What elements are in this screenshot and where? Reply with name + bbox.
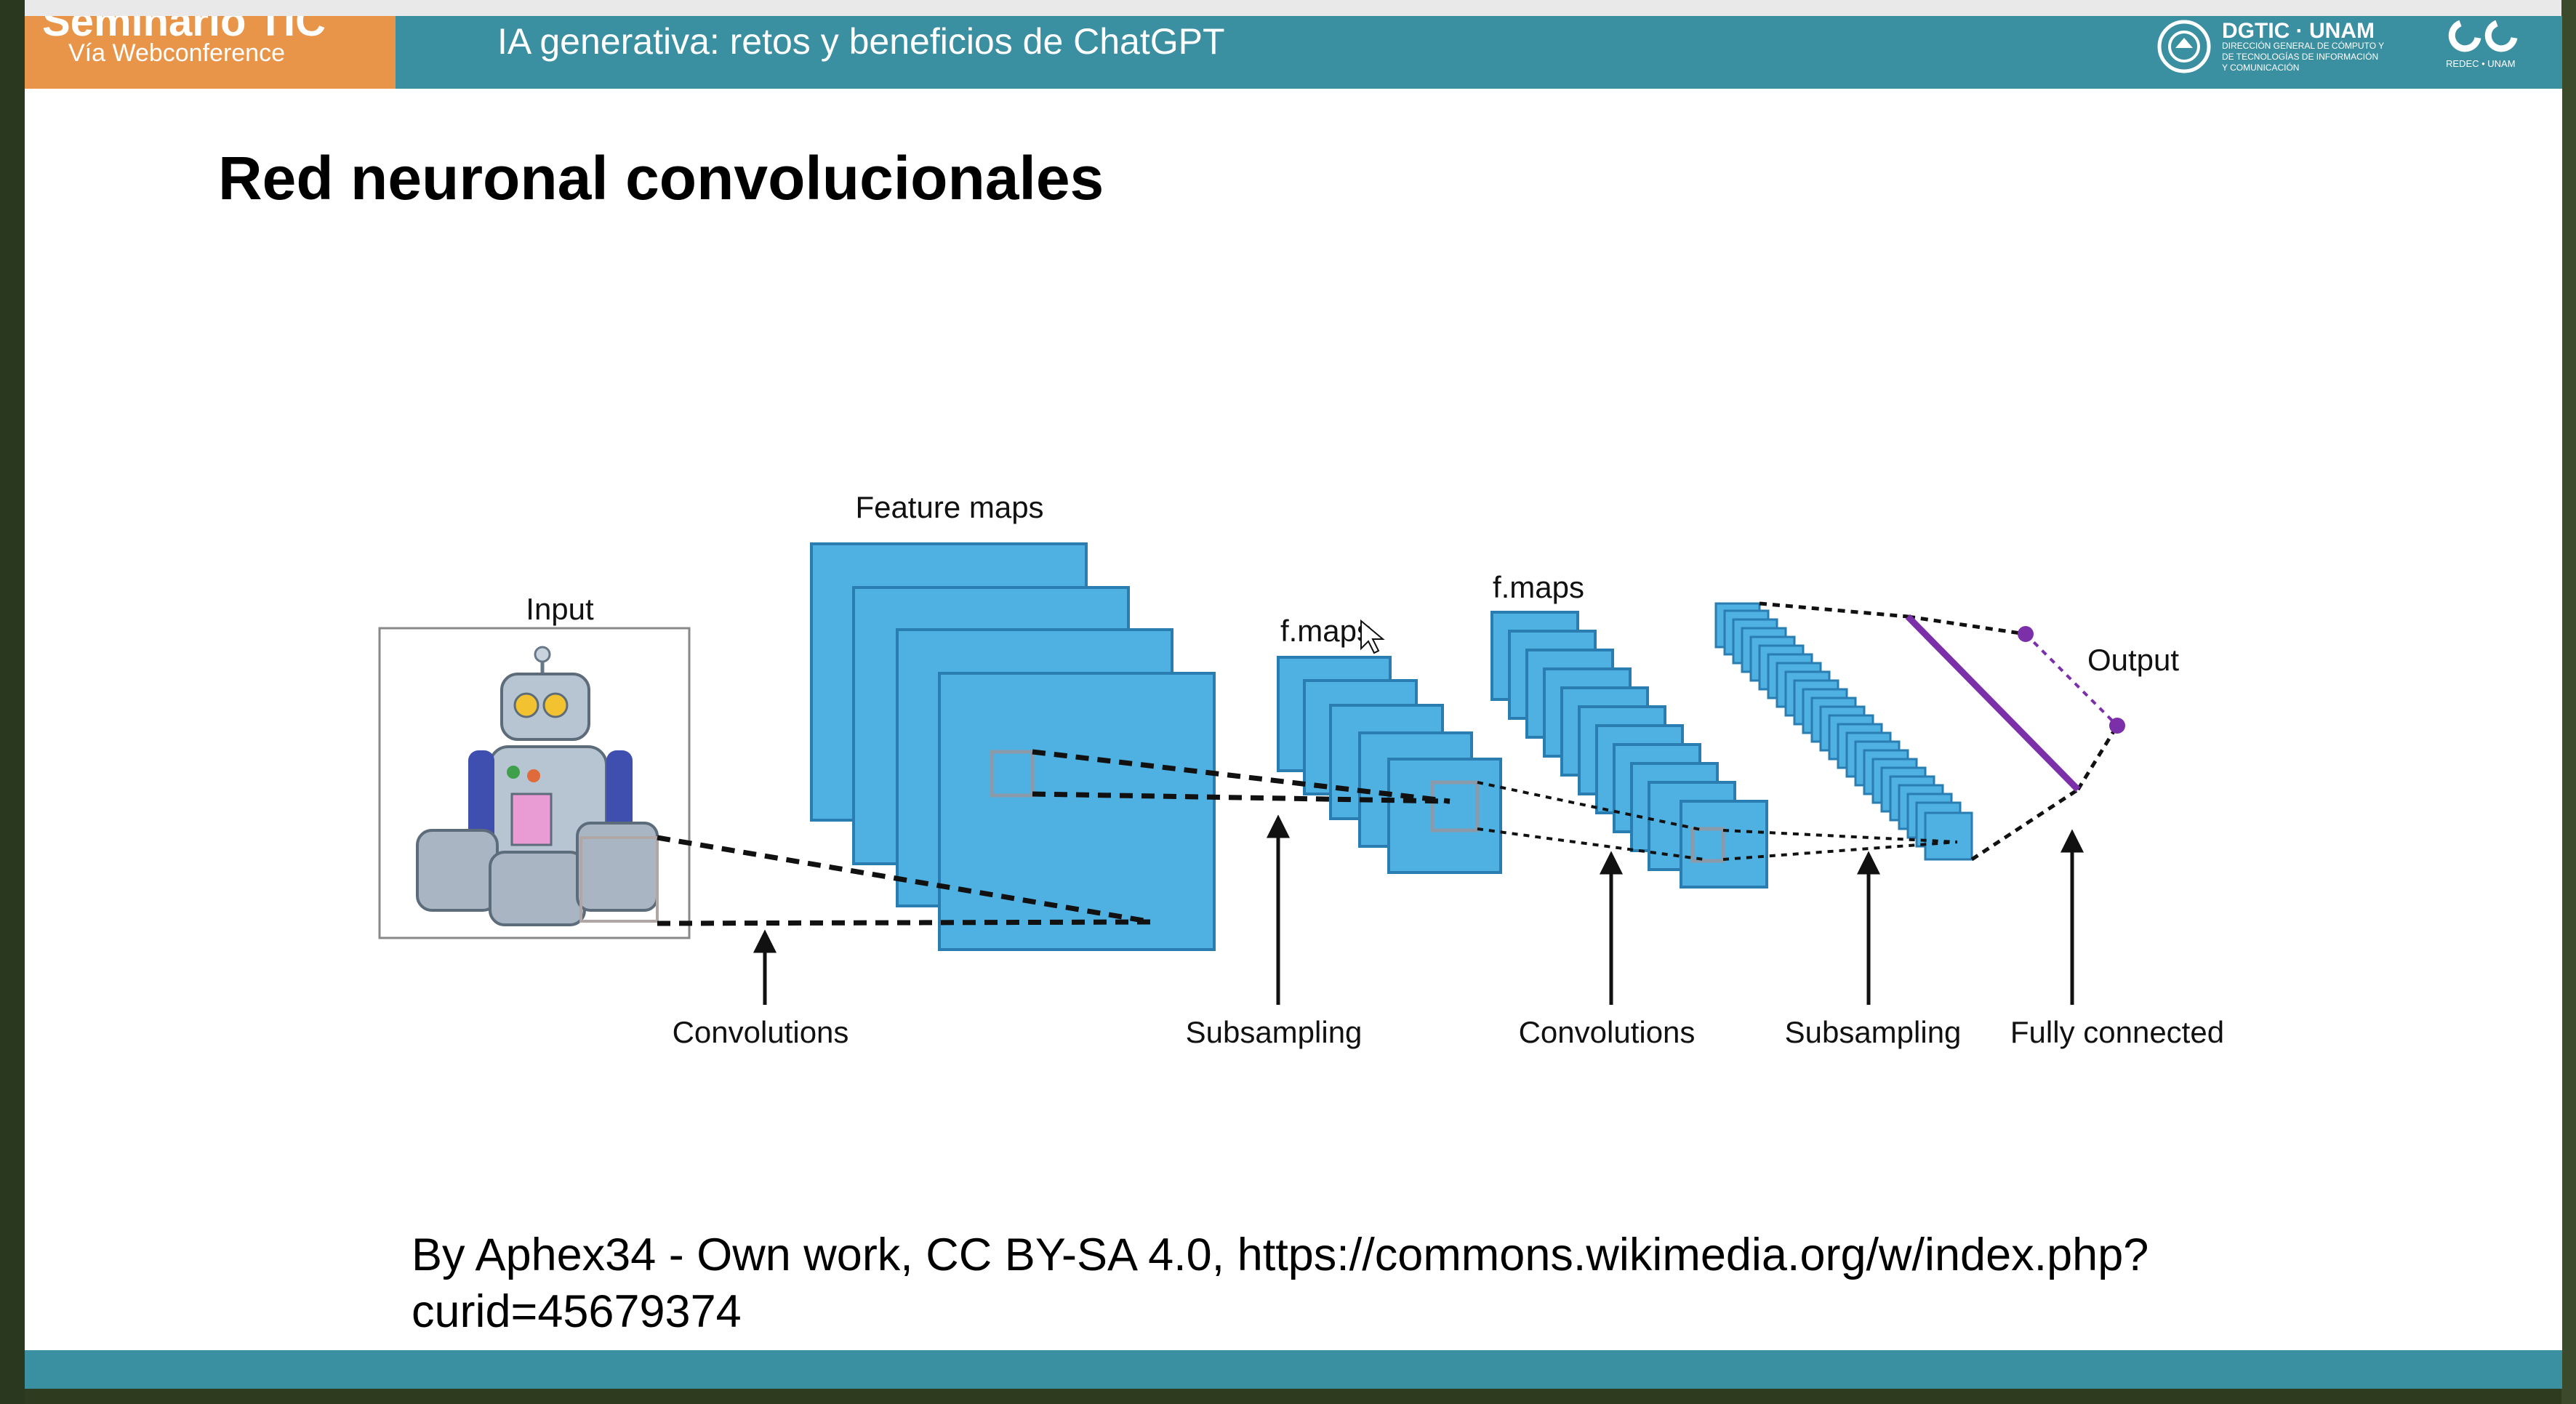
slide-title: Red neuronal convolucionales	[218, 144, 1104, 212]
mouse-cursor-icon	[1360, 619, 1385, 654]
stage-subsampling-1: Subsampling	[1186, 1015, 1363, 1049]
fmaps-1-stack	[1277, 656, 1502, 874]
presentation-slide: Seminario TIC Vía Webconference IA gener…	[25, 16, 2562, 1389]
fully-connected-lines	[1759, 601, 2119, 862]
output-node-1	[2018, 626, 2034, 642]
subsampled-layers-stack	[1714, 602, 1973, 861]
dgtic-logo-name: DGTIC · UNAM	[2222, 19, 2375, 43]
stage-fully-connected: Fully connected	[2010, 1015, 2224, 1049]
dgtic-logo-text: DGTIC · UNAM DIRECCIÓN GENERAL DE CÓMPUT…	[2222, 19, 2411, 73]
fmaps-2-label: f.maps	[1493, 570, 1584, 604]
unam-seal-icon	[2157, 20, 2211, 73]
dgtic-logo-line1: DIRECCIÓN GENERAL DE CÓMPUTO Y	[2222, 41, 2385, 51]
window-left-border	[0, 0, 25, 1404]
stage-subsampling-2: Subsampling	[1785, 1015, 1962, 1049]
seminar-title: Seminario TIC	[42, 16, 326, 45]
attribution-line-1: By Aphex34 - Own work, CC BY-SA 4.0, htt…	[412, 1229, 2149, 1280]
window-right-border	[2561, 0, 2576, 1404]
feature-maps-stack	[810, 542, 1216, 951]
seminar-badge: Seminario TIC Vía Webconference	[25, 16, 396, 89]
talk-title: IA generativa: retos y beneficios de Cha…	[497, 21, 1225, 62]
attribution-line-2: curid=45679374	[412, 1286, 742, 1337]
window-top-strip	[0, 0, 2576, 16]
fmaps-1-label: f.maps	[1280, 614, 1372, 648]
redec-caption: REDEC • UNAM	[2446, 58, 2516, 69]
feature-maps-label: Feature maps	[855, 490, 1043, 524]
cnn-diagram: Input Feature maps f.maps	[378, 490, 2224, 1049]
output-node-2	[2109, 718, 2125, 734]
redec-logo: REDEC • UNAM	[2446, 16, 2533, 74]
fmaps-2-stack	[1490, 611, 1768, 888]
robot-icon	[416, 646, 659, 926]
slide-footer-bar	[25, 1350, 2562, 1389]
redec-mark-icon	[2448, 20, 2518, 52]
stage-convolutions-2: Convolutions	[1519, 1015, 1696, 1049]
output-label: Output	[2087, 643, 2179, 677]
dgtic-logo-line2: DE TECNOLOGÍAS DE INFORMACIÓN	[2222, 52, 2379, 62]
slide-header-bar: Seminario TIC Vía Webconference IA gener…	[25, 16, 2562, 89]
input-image	[378, 627, 691, 939]
stage-convolutions-1: Convolutions	[673, 1015, 849, 1049]
seminar-subtitle: Vía Webconference	[68, 39, 285, 67]
dgtic-logo-line3: Y COMUNICACIÓN	[2222, 63, 2300, 73]
attribution-caption: By Aphex34 - Own work, CC BY-SA 4.0, htt…	[412, 1227, 2375, 1340]
input-label: Input	[526, 592, 594, 626]
